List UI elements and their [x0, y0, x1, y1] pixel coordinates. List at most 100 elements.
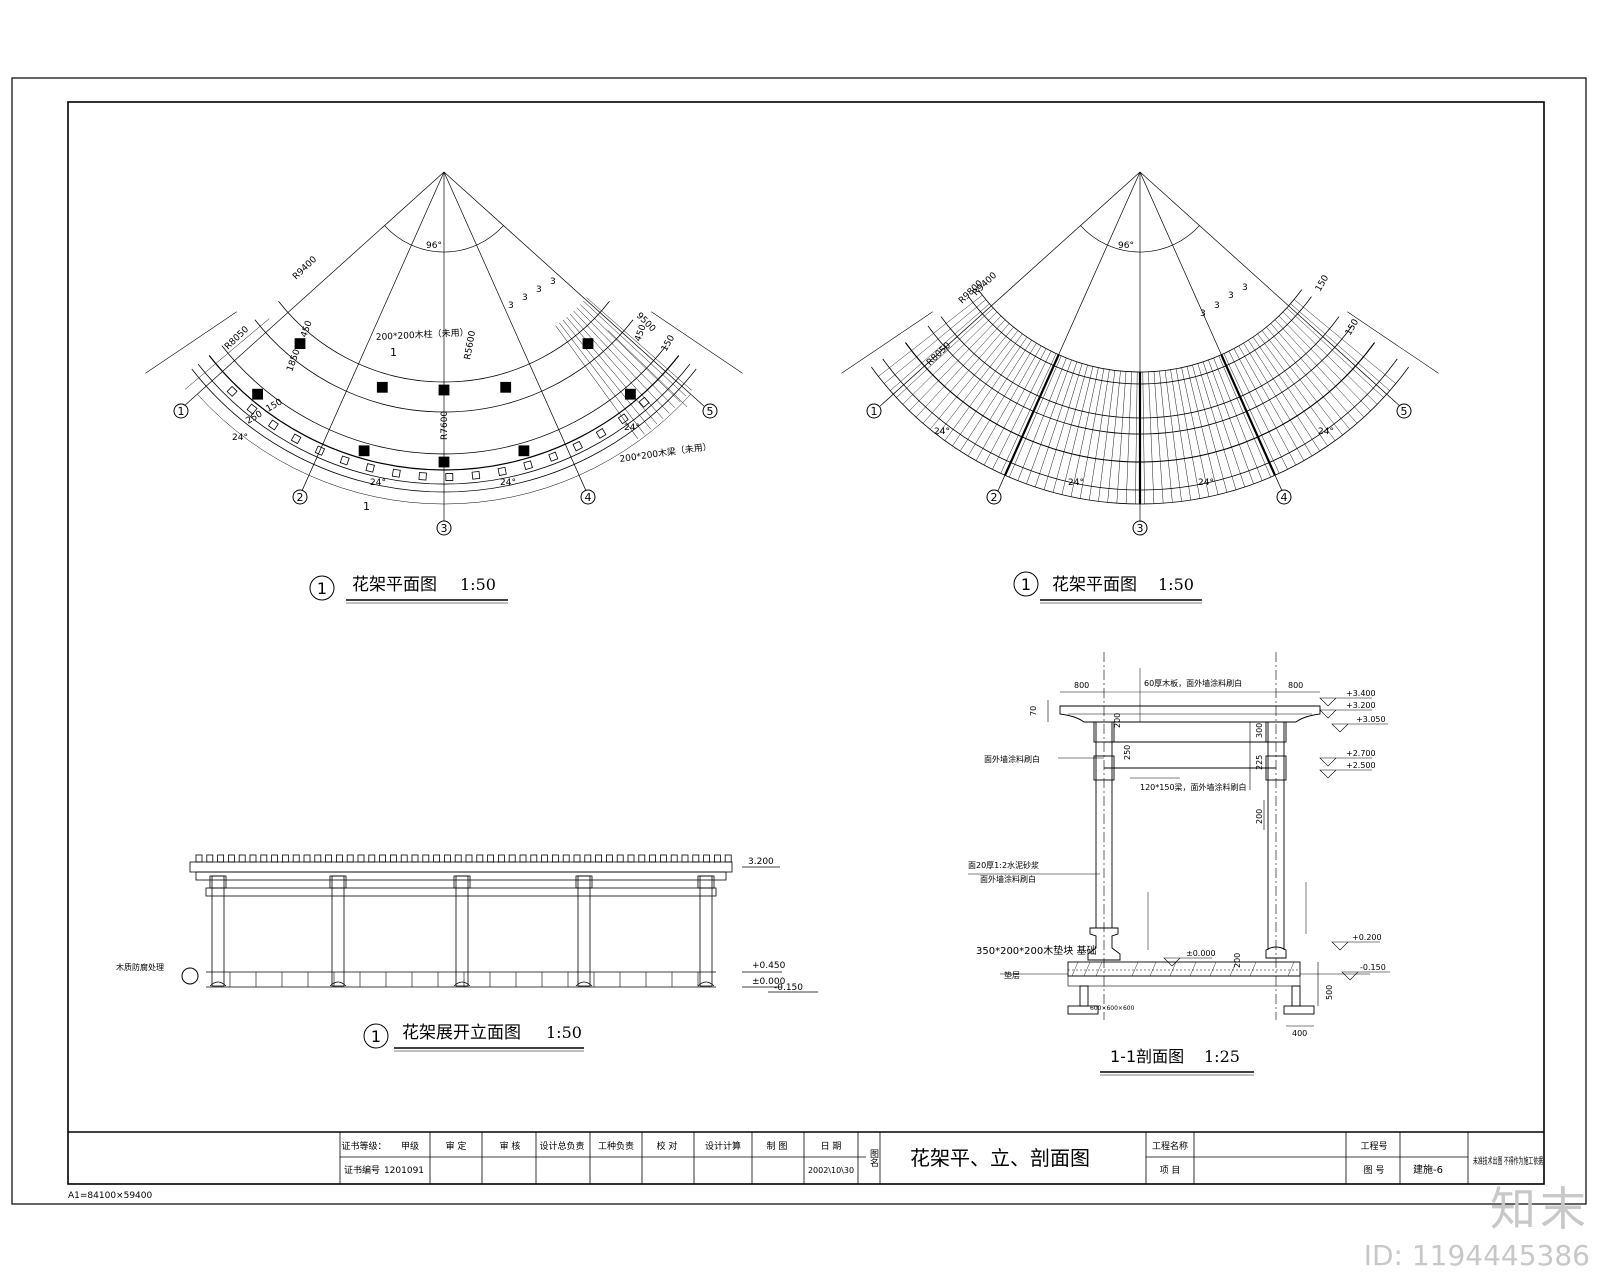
rafter — [1286, 307, 1384, 398]
plan-right-angle: 96° — [1118, 241, 1134, 251]
elevation-capital-4 — [697, 875, 715, 889]
beam-block — [572, 440, 583, 452]
section-level-0200: +0.200 — [1352, 933, 1382, 942]
section-dim-70: 70 — [1029, 706, 1038, 716]
elevation-rafter-end — [443, 854, 451, 863]
rafter-line — [566, 316, 658, 425]
column-0-1 — [376, 381, 388, 393]
side-dim-line-1 — [607, 330, 688, 407]
plan-left-labels: 96° R9400 R8050 R5600 R7600 1850 450 450… — [223, 241, 712, 513]
elevation-rafter-end — [660, 854, 667, 863]
section-level-2500: +2.500 — [1346, 761, 1376, 770]
section-note-floor: 垫层 — [1004, 970, 1020, 980]
elevation-rafter-end — [519, 854, 527, 863]
elevation-drawing — [189, 854, 733, 988]
elevation-rafter-end — [271, 854, 279, 863]
beam-block — [314, 445, 326, 456]
rafter — [983, 348, 1047, 466]
plan-right-dim3d: 3 — [1242, 283, 1248, 293]
side-dim-line-1 — [1309, 324, 1398, 404]
elevation-rafter-end — [595, 854, 602, 863]
elevation-rafter-end — [724, 854, 732, 863]
rafter — [1238, 345, 1305, 461]
section-dim-250: 250 — [1123, 745, 1132, 760]
radial-axis-4 — [443, 171, 705, 407]
elevation-rafter-end — [465, 854, 473, 863]
plan-arc-0 — [278, 301, 610, 383]
rafter — [1213, 357, 1263, 481]
elevation-base-2 — [453, 981, 471, 987]
tb-drawing-no: 建施-6 — [1413, 1163, 1443, 1176]
elevation-rafter-end — [476, 854, 484, 863]
main-beam-0 — [1003, 354, 1060, 476]
plan-right-axis-4-label: 4 — [1281, 491, 1288, 504]
plan-right-dim3a: 3 — [1200, 309, 1206, 319]
tb-item-label: 项 目 — [1160, 1165, 1181, 1176]
elevation-level-c: -0.150 — [774, 983, 803, 993]
rafter — [1026, 359, 1072, 485]
extension-line-0 — [145, 311, 237, 374]
elevation-beam-2 — [195, 871, 727, 881]
elevation-rafter-end — [335, 854, 343, 863]
plan-arc-4 — [197, 363, 691, 485]
elevation-rafter-end — [627, 854, 635, 863]
elevation-column-4 — [699, 875, 713, 987]
tb-drawing-no-label: 图 号 — [1364, 1165, 1385, 1176]
paper-size-note: A1=84100×59400 — [68, 1191, 152, 1201]
elevation-top-beam — [189, 861, 733, 873]
tb-col-1: 审 核 — [500, 1140, 521, 1152]
elevation-rafter-end — [281, 854, 289, 863]
plan-arc-2 — [221, 345, 667, 455]
elevation-rafter-end — [411, 854, 419, 863]
rafter — [1070, 367, 1099, 497]
angle-arc — [384, 225, 504, 253]
plan-left-axis-bubbles: 1 2 3 4 5 — [173, 403, 718, 536]
tb-cert-no: 1201091 — [384, 1166, 424, 1176]
section-note-col2: 面外墙涂料刷白 — [980, 874, 1036, 884]
elevation-rafter-end — [487, 854, 495, 863]
elevation-rafter-end — [260, 854, 268, 863]
tb-date: 2002\10\30 — [808, 1166, 854, 1175]
plan-right-axis-5-label: 5 — [1401, 405, 1408, 418]
beam-block — [246, 403, 258, 415]
plan-left-axis-1 — [173, 403, 189, 419]
elevation-rafter-end — [649, 854, 656, 863]
rafter — [1202, 361, 1246, 488]
plan-right-dim3c: 3 — [1228, 291, 1234, 301]
rafter — [922, 323, 1010, 424]
rafter — [1278, 315, 1371, 411]
plan-left-24c: 24° — [232, 433, 248, 443]
plan-left-24d: 24° — [624, 423, 640, 433]
elevation-rafter-end — [206, 854, 214, 863]
plan-left-24b: 24° — [500, 478, 516, 488]
plan-right-axis-1-label: 1 — [871, 405, 878, 418]
elevation-caption-scale: 1:50 — [546, 1023, 582, 1042]
rafter — [944, 333, 1023, 441]
plan-right-labels: 96° R9800 R9400 R8050 150 150 24° 24° 24… — [925, 241, 1361, 488]
elevation-column-2 — [455, 875, 469, 987]
section-level-0150: -0.150 — [1360, 963, 1386, 972]
plan-left-dim3b: 3 — [522, 293, 528, 303]
section-level-3400: +3.400 — [1346, 689, 1376, 698]
beam-block — [497, 466, 507, 476]
beam-block — [418, 472, 427, 481]
angle-arc — [1080, 225, 1200, 253]
elevation-column-0 — [211, 875, 225, 987]
elevation-rafter-end — [217, 854, 225, 863]
elevation-rafter-end — [497, 854, 505, 863]
section-caption-title: 1-1剖面图 — [1110, 1047, 1184, 1066]
tb-col-3: 工种负责 — [598, 1140, 634, 1152]
elevation-caption-title: 花架展开立面图 — [402, 1023, 521, 1043]
plan-right-caption: 1 花架平面图 1:50 — [1013, 571, 1202, 604]
plan-right-dim3b: 3 — [1214, 301, 1220, 311]
elevation-capital-1 — [329, 875, 347, 889]
beam-block — [365, 463, 375, 473]
elevation-rafter-end — [292, 854, 300, 863]
tb-project-no-label: 工程号 — [1360, 1141, 1387, 1152]
section-note-col: 面20厚1:2水泥砂浆 — [968, 860, 1039, 870]
plan-left-caption-scale: 1:50 — [460, 575, 496, 594]
section-dim-400: 400 — [1292, 1029, 1307, 1038]
elevation-level-b: ±0.000 — [752, 977, 786, 987]
beam-block — [523, 460, 533, 471]
elevation-rafter-end — [249, 854, 257, 863]
